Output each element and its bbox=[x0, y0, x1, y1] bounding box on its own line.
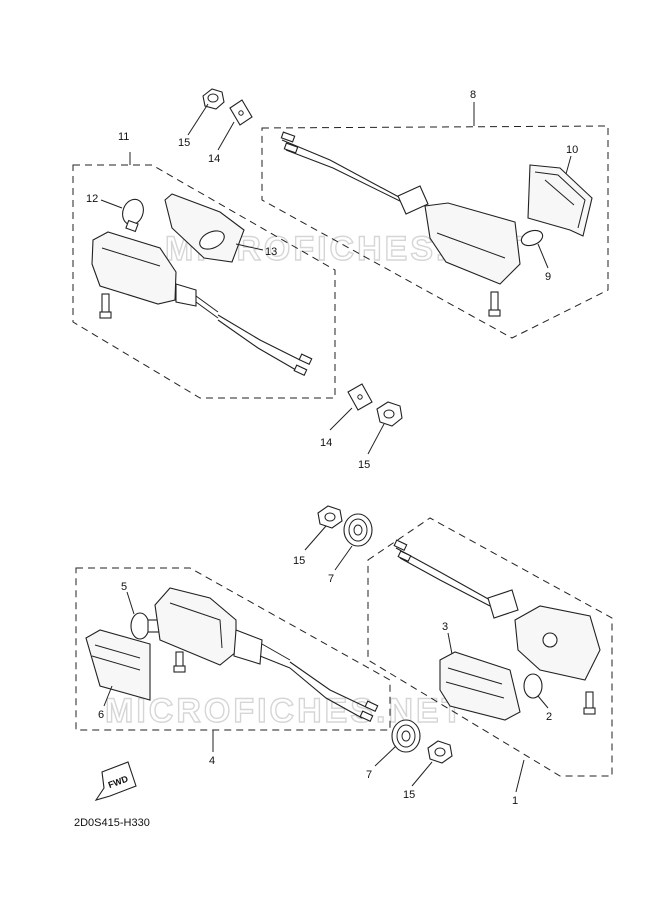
label-7-top: 7 bbox=[328, 573, 334, 585]
bulb-9 bbox=[520, 229, 544, 247]
turn-signal-rear-left bbox=[85, 587, 379, 722]
fwd-arrow-icon: FWD bbox=[94, 761, 137, 801]
lens-13 bbox=[164, 193, 245, 263]
label-15-bottom: 15 bbox=[403, 789, 415, 801]
label-13: 13 bbox=[265, 246, 277, 258]
screw-top-left bbox=[99, 293, 112, 319]
label-12: 12 bbox=[86, 193, 98, 205]
turn-signal-rear-right bbox=[317, 505, 601, 764]
nut-15-top bbox=[202, 88, 225, 110]
leader-lines bbox=[100, 102, 572, 793]
label-6: 6 bbox=[98, 709, 104, 721]
label-5: 5 bbox=[121, 581, 127, 593]
label-14-mid: 14 bbox=[320, 437, 332, 449]
grommet-7-bottom bbox=[391, 719, 421, 753]
label-7-bottom: 7 bbox=[366, 769, 372, 781]
nut-15-bottom bbox=[427, 740, 453, 764]
screw-bottom-right bbox=[583, 691, 596, 715]
label-3: 3 bbox=[442, 621, 448, 633]
label-4: 4 bbox=[209, 755, 215, 767]
label-14-top: 14 bbox=[208, 153, 220, 165]
lens-10 bbox=[527, 164, 593, 237]
label-11: 11 bbox=[118, 131, 129, 143]
lens-6 bbox=[85, 629, 151, 701]
plate-14-top bbox=[229, 99, 253, 126]
plate-14-mid bbox=[347, 383, 373, 411]
group-outline-8 bbox=[261, 125, 609, 339]
group-outline-11 bbox=[72, 164, 336, 399]
label-1: 1 bbox=[512, 795, 518, 807]
screw-top-right bbox=[488, 291, 501, 317]
group-outline-4 bbox=[75, 567, 391, 731]
label-9: 9 bbox=[545, 271, 551, 283]
label-15-top: 15 bbox=[178, 137, 190, 149]
diagram-code: 2D0S415-H330 bbox=[74, 817, 150, 829]
label-15-bottom-top: 15 bbox=[293, 555, 305, 567]
label-15-mid: 15 bbox=[358, 459, 370, 471]
grommet-7-top bbox=[343, 513, 373, 547]
turn-signal-front-left bbox=[91, 193, 403, 427]
screw-bottom-left bbox=[173, 651, 186, 673]
turn-signal-front-right bbox=[202, 88, 593, 317]
label-8: 8 bbox=[470, 89, 476, 101]
nut-15-mid bbox=[376, 401, 403, 427]
part-labels: 8 11 10 15 14 12 13 9 14 15 15 7 5 3 6 2… bbox=[86, 89, 578, 807]
bulb-2 bbox=[523, 673, 543, 699]
group-outline-1 bbox=[367, 517, 613, 777]
label-10: 10 bbox=[566, 144, 578, 156]
label-2: 2 bbox=[546, 711, 552, 723]
bulb-12 bbox=[122, 198, 144, 233]
lens-3 bbox=[439, 651, 521, 721]
nut-15-bottom-top bbox=[317, 505, 343, 529]
